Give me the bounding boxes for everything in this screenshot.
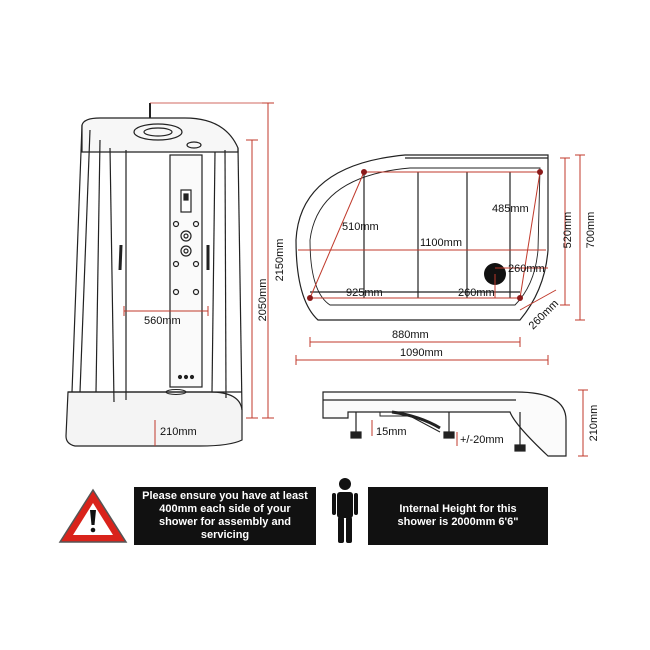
plan-view-dimensions [295, 154, 585, 365]
clearance-line-4: servicing [200, 529, 250, 541]
plan-waste-offset-x: 260mm [458, 287, 495, 299]
plan-diagonal-right: 485mm [492, 203, 529, 215]
side-gap: 15mm [376, 426, 407, 438]
plan-depth-total: 700mm [585, 212, 597, 249]
plan-front-inner: 925mm [346, 287, 383, 299]
internal-height-notice: Internal Height for this shower is 2000m… [368, 487, 548, 545]
side-leg-adjust: +/-20mm [460, 434, 504, 446]
side-view [322, 391, 567, 457]
plan-diagonal-left: 510mm [342, 221, 379, 233]
height-line-2: shower is 2000mm 6'6" [397, 516, 519, 528]
clearance-line-1: Please ensure you have at least [142, 490, 308, 502]
plan-waste-offset-y: 260mm [508, 263, 545, 275]
warning-triangle-icon [58, 488, 128, 543]
front-tray-height: 210mm [160, 426, 197, 438]
clearance-line-3: shower for assembly and [158, 516, 292, 528]
front-view-dimensions [123, 102, 274, 446]
plan-corner-markers [307, 169, 543, 301]
person-silhouette-icon [332, 478, 358, 543]
clearance-line-2: 400mm each side of your [159, 503, 291, 515]
plan-view [295, 154, 549, 321]
clearance-notice: Please ensure you have at least 400mm ea… [134, 487, 316, 545]
side-height: 210mm [588, 405, 600, 442]
front-height-total: 2150mm [274, 239, 286, 282]
plan-width-total: 1090mm [400, 347, 443, 359]
side-view-dimensions [371, 389, 588, 457]
plan-inner-width: 1100mm [420, 237, 462, 249]
height-line-1: Internal Height for this [399, 503, 517, 515]
front-door-width: 560mm [144, 315, 181, 327]
plan-depth-inner: 520mm [562, 212, 574, 249]
front-view [65, 103, 243, 447]
front-height-inner: 2050mm [257, 279, 269, 322]
plan-width-inner: 880mm [392, 329, 429, 341]
